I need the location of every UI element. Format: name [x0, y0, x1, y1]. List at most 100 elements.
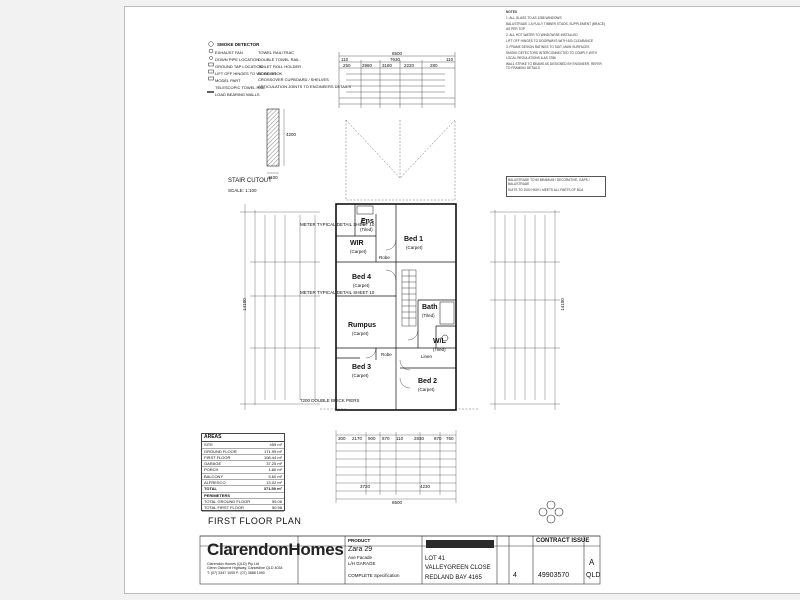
plan-note: METER TYPICAL DETAIL SHEET 10	[300, 290, 375, 295]
smoke-detector-icon	[208, 41, 214, 47]
dim-top: 110	[341, 57, 349, 62]
room-wl: W/L	[433, 338, 446, 345]
product-label: PRODUCT	[348, 538, 371, 543]
top-dimensions	[338, 52, 456, 108]
dim-bottom: 4230	[420, 484, 431, 489]
areas-title: AREAS	[202, 434, 284, 443]
dim-bottom: 870	[434, 436, 442, 441]
company-logo: ClarendonHomes	[207, 540, 344, 559]
dim-top: 3180	[382, 63, 393, 68]
room-rumpus: Rumpus	[348, 322, 376, 329]
room-wir: WIR	[350, 240, 364, 247]
page-title: FIRST FLOOR PLAN	[208, 516, 302, 526]
floor-plan-walls	[335, 203, 457, 411]
room-bed-3: Bed 3	[352, 364, 372, 371]
legend-item: GROUND TAP LOCATION	[215, 64, 263, 69]
dim-right-overall: 14100	[559, 298, 565, 311]
exhaust-fan-icon	[208, 48, 214, 54]
dim-top: 7630	[390, 57, 401, 62]
ground-tap-icon	[208, 62, 214, 67]
stair-cutout-title: STAIR CUTOUT	[228, 178, 272, 184]
redacted-block	[426, 540, 494, 548]
legend-item: DOWN PIPE LOCATION	[215, 57, 260, 62]
stair-cutout-width: 1100	[268, 175, 278, 180]
bottom-dimensions	[335, 430, 457, 503]
room-robe: Robe	[379, 255, 390, 260]
dim-top: 2220	[404, 63, 415, 68]
room-ens-finish: (Tiled)	[360, 227, 373, 232]
room-bath: Bath	[422, 304, 438, 311]
room-bed-2: Bed 2	[418, 378, 438, 385]
dim-bottom: 110	[396, 436, 404, 441]
stair-cutout-scale: SCALE: 1:100	[228, 188, 257, 193]
toilet-icon	[360, 218, 368, 226]
vanity-icon	[356, 205, 374, 215]
stair-cutout-drawing	[266, 108, 285, 174]
legend-item: ARTICULATION JOINTS TO ENGINEERS DETAILS	[258, 84, 351, 89]
room-bed-2-finish: (Carpet)	[418, 387, 435, 392]
dim-bottom: 870	[382, 436, 390, 441]
roof-outline	[320, 119, 478, 410]
dim-bottom: 3720	[360, 484, 371, 489]
product-line: COMPLETE Specification	[348, 573, 400, 578]
dim-bottom: 2170	[352, 436, 363, 441]
room-bed-1-finish: (Carpet)	[406, 245, 423, 250]
dim-left-overall: 14100	[241, 298, 247, 311]
dim-top: 110	[446, 57, 454, 62]
down-pipe-icon	[209, 56, 213, 60]
legend-item: TOILET ROLL HOLDER	[258, 64, 302, 69]
model-part-icon	[208, 76, 214, 81]
dim-bottom-overall: 8500	[392, 500, 403, 505]
hinge-icon	[208, 69, 214, 74]
drawing-sheet	[125, 7, 800, 593]
lot-number: LOT 41	[425, 556, 445, 562]
product-line: L/H GARAGE	[348, 561, 376, 566]
room-robe: Robe	[381, 352, 392, 357]
sheet-marker-icon	[538, 500, 564, 524]
room-rumpus-finish: (Carpet)	[352, 331, 369, 336]
legend-item: TOWEL RAIL/TRAC	[258, 50, 295, 55]
legend-title: SMOKE DETECTOR	[217, 42, 260, 47]
left-dimensions	[240, 204, 320, 410]
right-notes: NOTES 1. ALL GLASS TO AS 1288 WINDOWS BA…	[506, 10, 605, 71]
room-wir-finish: (Carpet)	[350, 249, 367, 254]
bathtub-icon	[439, 301, 455, 325]
legend-item: MODEL PART	[215, 78, 241, 83]
stair-cutout-height: 4200	[286, 132, 297, 137]
legend-item: LIFT OFF HINGES TO WC DOOR	[215, 71, 277, 76]
product-name: Zara 29	[348, 546, 373, 553]
job-number: 49903570	[538, 572, 570, 579]
legend-item: EXHAUST FAN	[215, 50, 243, 55]
room-linen: Linen	[421, 354, 433, 359]
legend-item: TELESCOPIC TOWEL RAIL	[215, 85, 266, 90]
room-bed-3-finish: (Carpet)	[352, 373, 369, 378]
room-bed-4-finish: (Carpet)	[353, 283, 370, 288]
legend-item: LOAD BEARING WALLS	[215, 92, 260, 97]
plan-note: METER TYPICAL DETAIL SHEET 10	[300, 222, 375, 227]
revision-letter: A	[589, 558, 595, 567]
suburb: REDLAND BAY 4165	[425, 575, 482, 581]
room-bed-4: Bed 4	[352, 274, 372, 281]
dim-bottom: 2830	[414, 436, 425, 441]
contract-issue: CONTRACT ISSUE	[536, 538, 590, 544]
title-block-grid	[199, 535, 601, 585]
perimeters-title: PERIMETERS	[202, 493, 284, 499]
room-bath-finish: (Tiled)	[422, 313, 435, 318]
room-wl-finish: (Tiled)	[433, 347, 446, 352]
dim-top: 2980	[362, 63, 373, 68]
toilet-icon	[441, 334, 449, 342]
sheet-number: 4	[513, 572, 517, 579]
room-ens: Ens	[361, 218, 374, 225]
legend-item: DOUBLE TOWEL RAIL	[258, 57, 300, 62]
legend-item: CROSSOVER CUPBOARD / SHELVES	[258, 77, 329, 82]
